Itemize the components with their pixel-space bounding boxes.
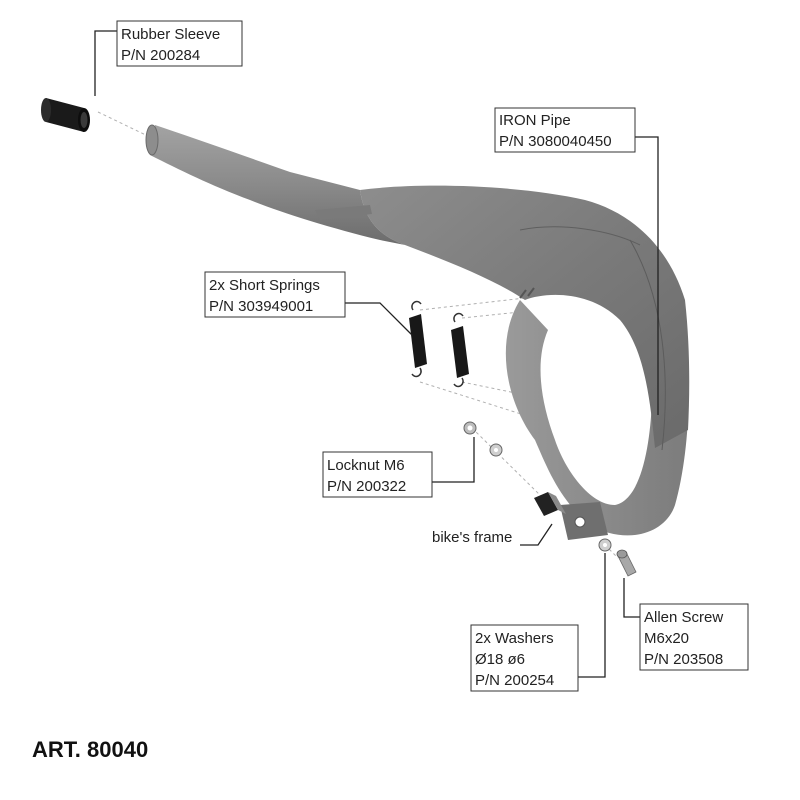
label-iron-pipe: IRON Pipe P/N 3080040450	[494, 107, 636, 153]
bikes-frame-text: bike's frame	[432, 529, 512, 546]
washer-part-2	[598, 538, 612, 552]
washers-name: 2x Washers	[475, 630, 554, 647]
short-springs-pn: P/N 303949001	[209, 298, 313, 315]
short-spring-1	[409, 300, 427, 378]
rubber-sleeve-name: Rubber Sleeve	[121, 26, 220, 43]
iron-pipe-name: IRON Pipe	[499, 112, 571, 129]
locknut-part	[463, 421, 477, 435]
label-bikes-frame: bike's frame	[432, 529, 512, 546]
washer-part	[489, 443, 503, 457]
locknut-pn: P/N 200322	[327, 478, 406, 495]
label-rubber-sleeve: Rubber Sleeve P/N 200284	[116, 20, 243, 67]
rubber-sleeve-part	[41, 98, 90, 132]
label-short-springs: 2x Short Springs P/N 303949001	[204, 271, 346, 318]
iron-pipe-part	[145, 124, 690, 540]
washers-pn: P/N 200254	[475, 672, 554, 689]
frame-stud-part	[534, 492, 566, 516]
leader-lines	[94, 30, 659, 678]
locknut-name: Locknut M6	[327, 457, 405, 474]
rubber-sleeve-pn: P/N 200284	[121, 47, 200, 64]
label-locknut: Locknut M6 P/N 200322	[322, 451, 433, 498]
allen-screw-size: M6x20	[644, 630, 689, 647]
label-allen-screw: Allen Screw M6x20 P/N 203508	[639, 603, 749, 671]
washers-size: Ø18 ø6	[475, 651, 525, 668]
allen-screw-pn: P/N 203508	[644, 651, 723, 668]
allen-screw-name: Allen Screw	[644, 609, 723, 626]
label-washers: 2x Washers Ø18 ø6 P/N 200254	[470, 624, 579, 692]
allen-screw-part	[616, 549, 637, 577]
iron-pipe-pn: P/N 3080040450	[499, 133, 612, 150]
article-number: ART. 80040	[32, 737, 149, 762]
short-spring-2	[451, 312, 469, 388]
short-springs-name: 2x Short Springs	[209, 277, 320, 294]
